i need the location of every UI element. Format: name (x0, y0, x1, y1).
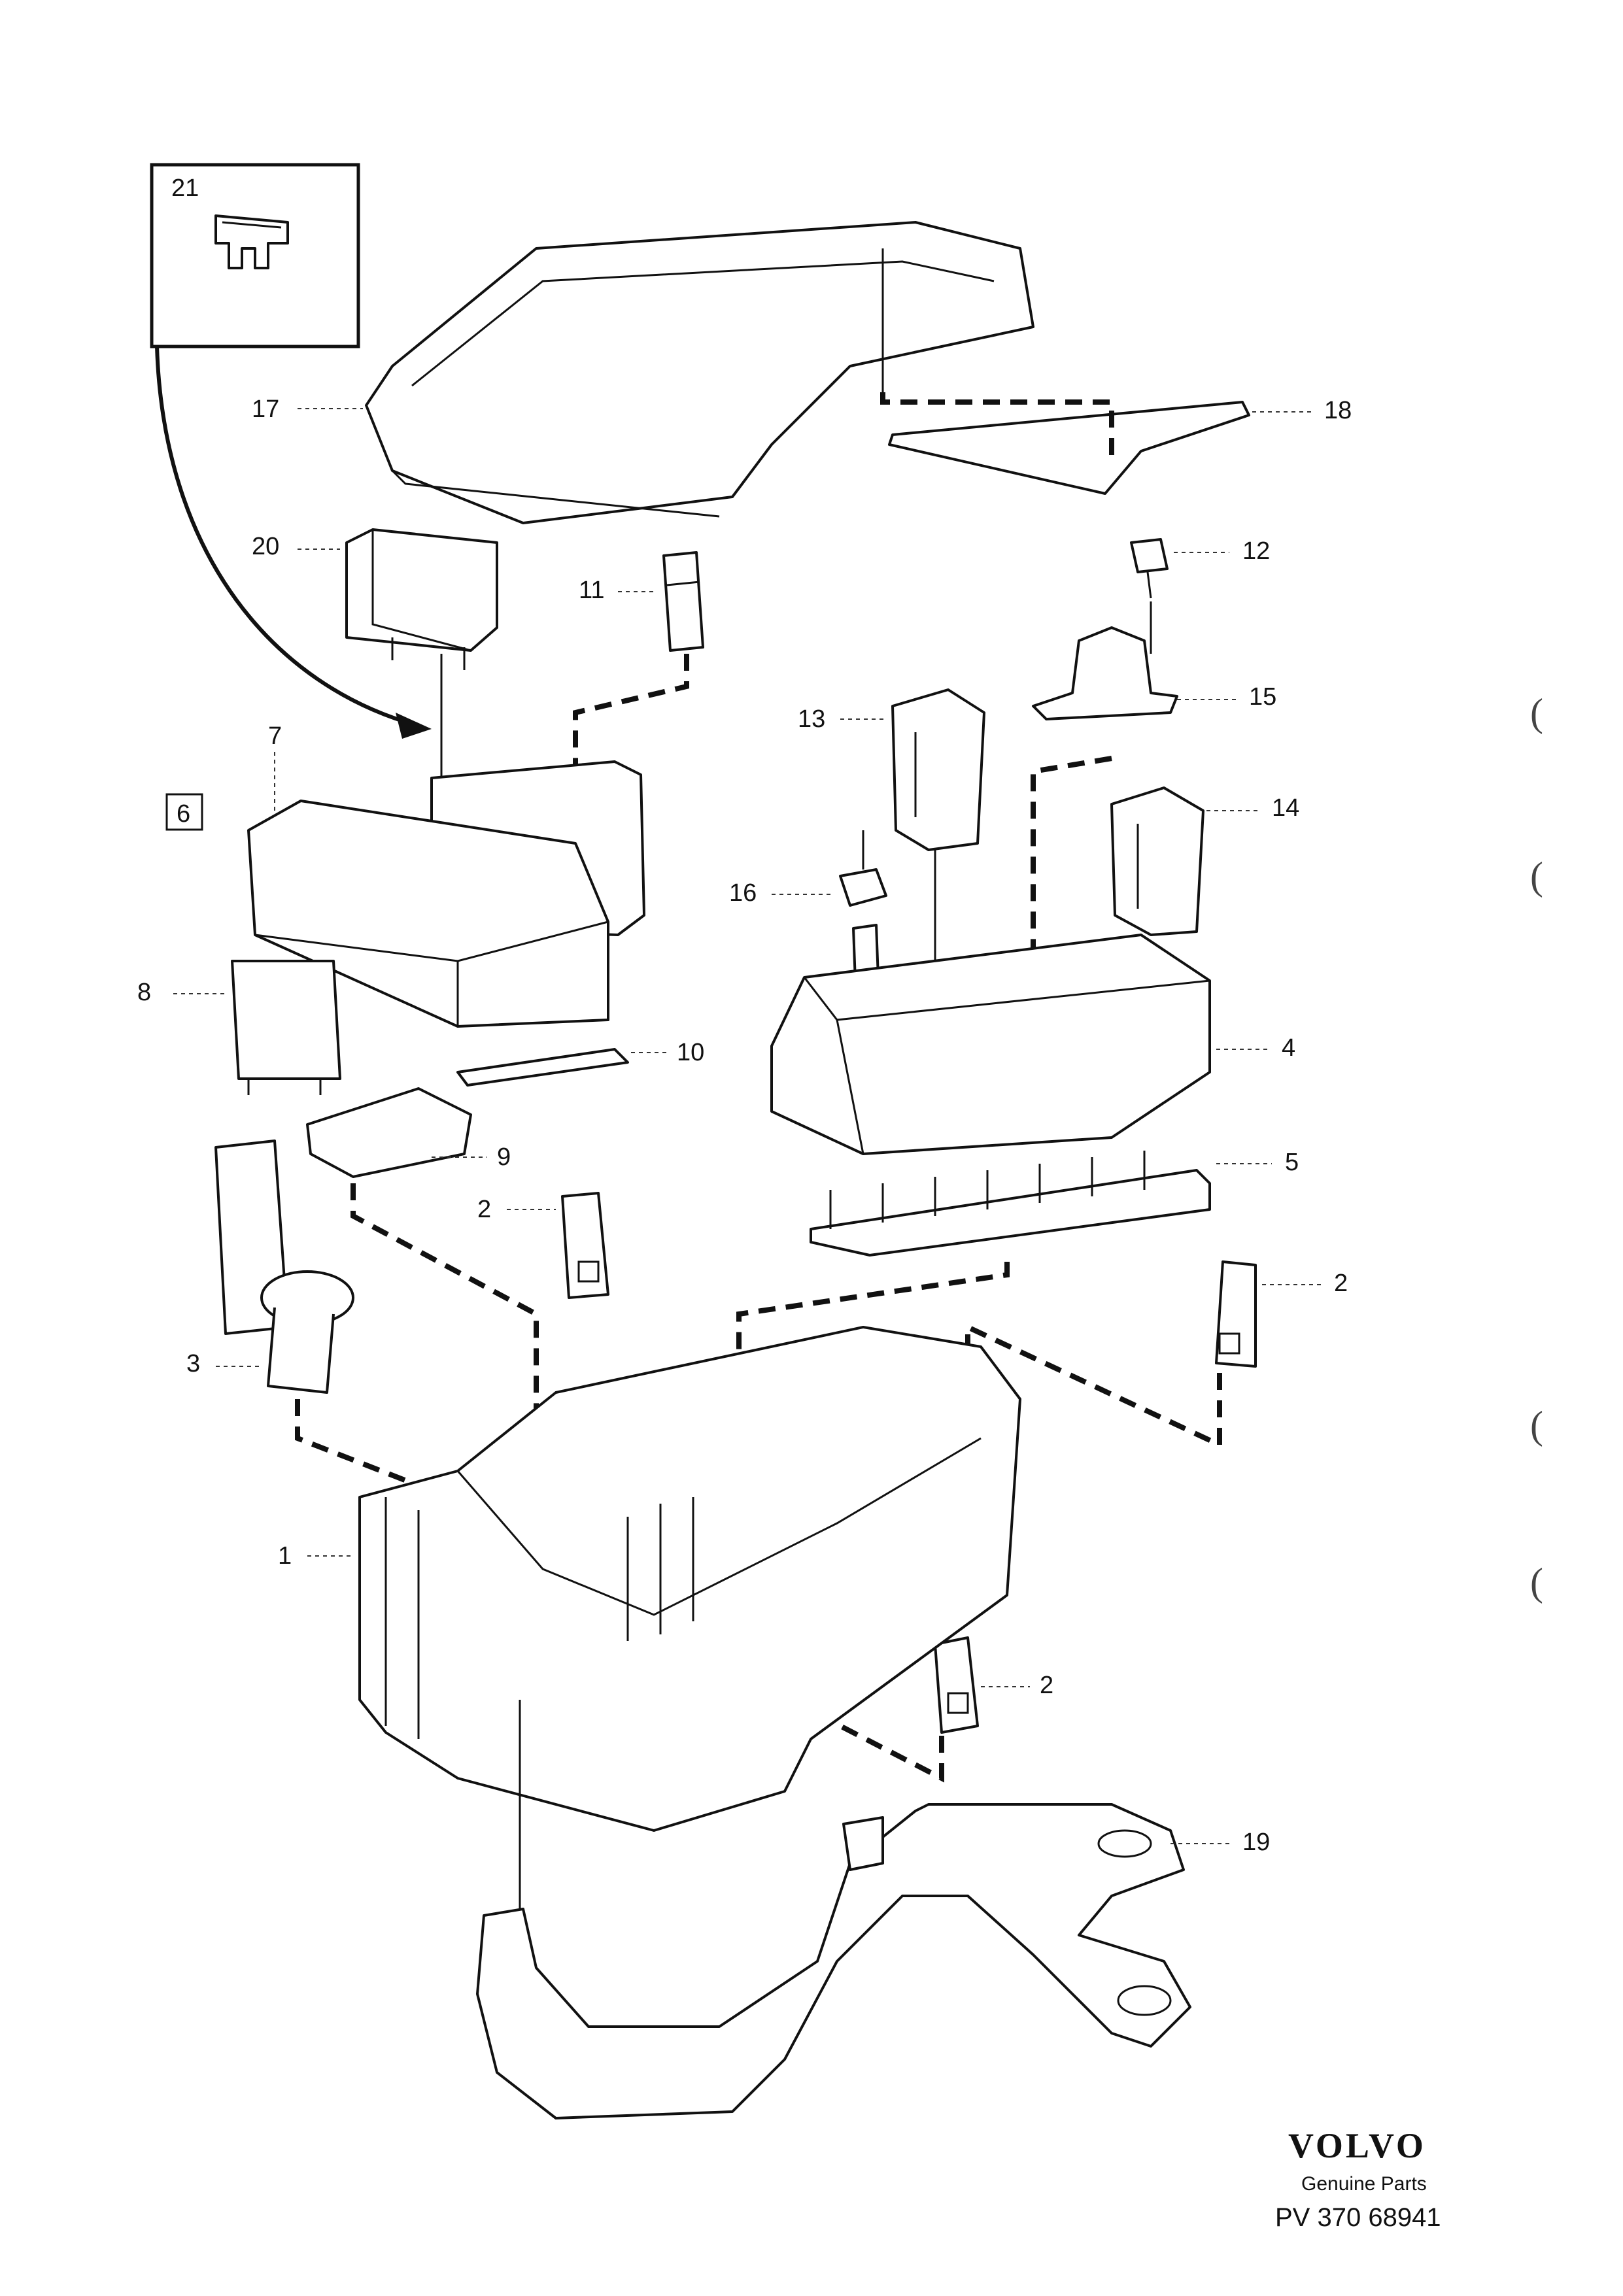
callout-13: 13 (798, 705, 825, 733)
brand-subtitle: Genuine Parts (1301, 2173, 1427, 2195)
part-14-connector: 14 (1031, 756, 1299, 981)
part-20-relay: 20 (252, 528, 498, 863)
callout-20: 20 (252, 533, 279, 560)
footer: VOLVO Genuine Parts PV 370 68941 (1275, 2126, 1441, 2232)
fuse-icon (214, 214, 289, 269)
part-2-clip-a: 2 (477, 1192, 609, 1299)
margin-mark-4: ( (1530, 1561, 1543, 1604)
callout-5: 5 (1285, 1149, 1299, 1176)
callout-8: 8 (137, 979, 151, 1006)
callout-18: 18 (1324, 397, 1352, 424)
callout-16: 16 (729, 879, 757, 907)
margin-mark-1: ( (1530, 691, 1543, 734)
callout-14: 14 (1272, 794, 1299, 822)
callout-2-c: 2 (1040, 1672, 1053, 1699)
part-2-clip-c: 2 (692, 1636, 1053, 1783)
callout-10: 10 (677, 1039, 704, 1066)
callout-1: 1 (278, 1542, 292, 1570)
part-19-bracket: 19 (476, 1700, 1270, 2119)
callout-6: 6 (177, 800, 190, 828)
callout-15: 15 (1249, 683, 1276, 711)
part-15-clip: 15 (1032, 626, 1276, 720)
callout-12: 12 (1242, 537, 1270, 565)
arrow-head (396, 713, 432, 739)
part-17-cover: 17 (252, 221, 1034, 524)
fuse-inset: 21 (150, 163, 432, 739)
group-6-box (165, 793, 203, 831)
part-12-screw: 12 (1130, 537, 1270, 654)
part-4-fuse-block: 4 (770, 934, 1295, 1155)
callout-11: 11 (579, 577, 604, 604)
callout-2-a: 2 (477, 1196, 491, 1223)
callout-7: 7 (268, 722, 282, 750)
callout-19: 19 (1242, 1829, 1270, 1856)
callout-17: 17 (252, 396, 279, 423)
margin-marks: ( ( ( ( (1530, 691, 1543, 1604)
callout-4: 4 (1282, 1034, 1295, 1062)
callout-9: 9 (497, 1143, 511, 1171)
part-13-connector: 13 (798, 688, 985, 994)
part-8-relay: 8 (137, 960, 341, 1095)
margin-mark-3: ( (1530, 1404, 1543, 1447)
callout-3: 3 (186, 1350, 200, 1377)
callout-21: 21 (171, 175, 199, 202)
part-10-strip: 10 (456, 1039, 704, 1087)
brand-logo: VOLVO (1288, 2126, 1426, 2165)
diagram-code: PV 370 68941 (1275, 2203, 1441, 2232)
part-18-gasket: 18 (880, 392, 1352, 495)
part-1-box-base: 1 (278, 1326, 1021, 1832)
part-2-clip-b: 2 (965, 1260, 1348, 1449)
margin-mark-2: ( (1530, 854, 1543, 898)
callout-2-b: 2 (1334, 1270, 1348, 1297)
part-5-terminal-rail: 5 (736, 1149, 1299, 1393)
part-3-grommet: 3 (186, 1140, 433, 1493)
part-7-fuse-carrier: 6 7 (165, 722, 645, 1028)
